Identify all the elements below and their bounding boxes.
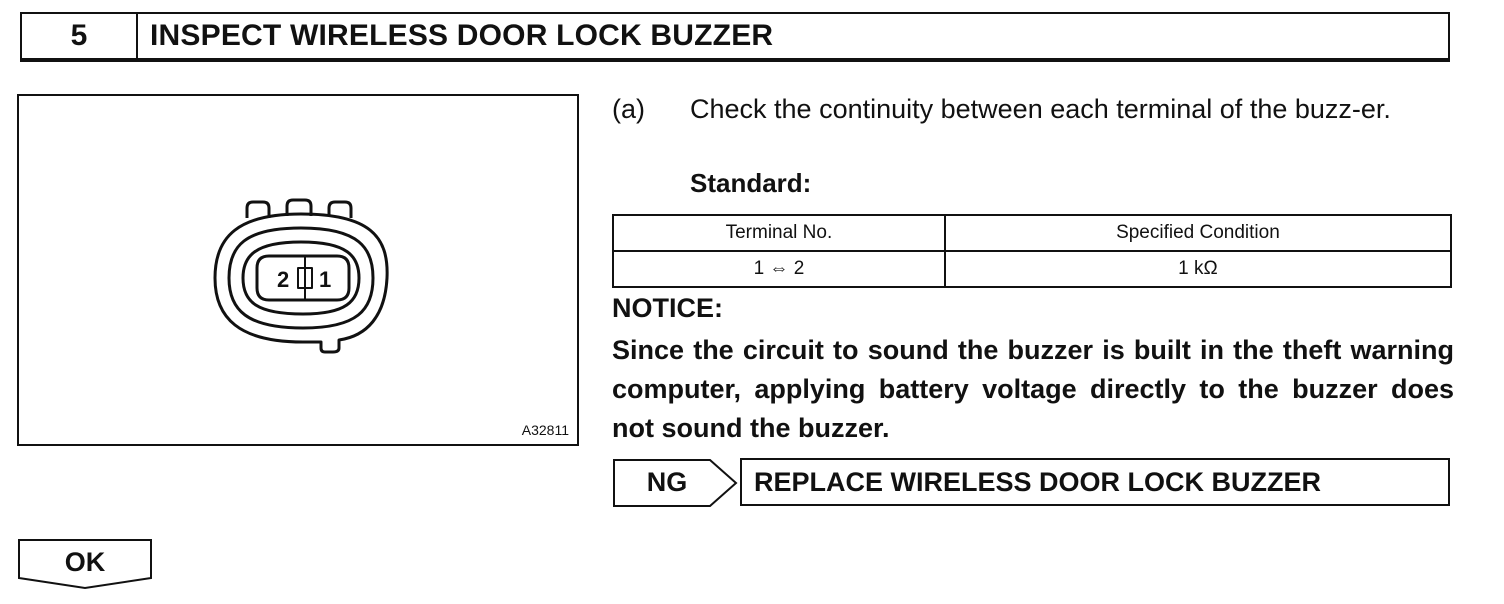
figure-code: A32811 — [521, 422, 569, 438]
header-underline — [20, 60, 1450, 62]
step-title: INSPECT WIRELESS DOOR LOCK BUZZER — [150, 19, 774, 52]
column-header-condition: Specified Condition — [943, 214, 1453, 252]
spec-table: Terminal No. Specified Condition 1 ⇔ 2 1… — [612, 214, 1453, 288]
terminal-1-label: 1 — [319, 267, 331, 292]
ng-arrow-box — [613, 459, 738, 507]
notice-body: Since the circuit to sound the buzzer is… — [612, 335, 1454, 443]
table-row: 1 ⇔ 2 1 kΩ — [612, 250, 1453, 288]
cell-terminal: 1 ⇔ 2 — [612, 250, 946, 288]
ok-arrow-box — [18, 539, 152, 590]
cell-condition: 1 kΩ — [943, 250, 1453, 288]
notice-heading: NOTICE: — [612, 293, 723, 323]
connector-figure: 2 1 A32811 — [17, 94, 579, 446]
step-marker: (a) — [612, 94, 645, 124]
standard-label: Standard: — [690, 168, 812, 198]
step-number: 5 — [22, 14, 138, 58]
buzzer-connector-illustration: 2 1 — [213, 198, 389, 354]
column-header-terminal: Terminal No. — [612, 214, 946, 252]
ng-label: NG — [646, 466, 688, 497]
step-text: Check the continuity between each termin… — [690, 94, 1391, 124]
table-header-row: Terminal No. Specified Condition — [612, 214, 1453, 252]
terminal-2-label: 2 — [277, 267, 289, 292]
ok-label: OK — [64, 546, 106, 577]
ng-result-action: REPLACE WIRELESS DOOR LOCK BUZZER — [740, 458, 1450, 506]
step-header: 5 INSPECT WIRELESS DOOR LOCK BUZZER — [20, 12, 1450, 60]
